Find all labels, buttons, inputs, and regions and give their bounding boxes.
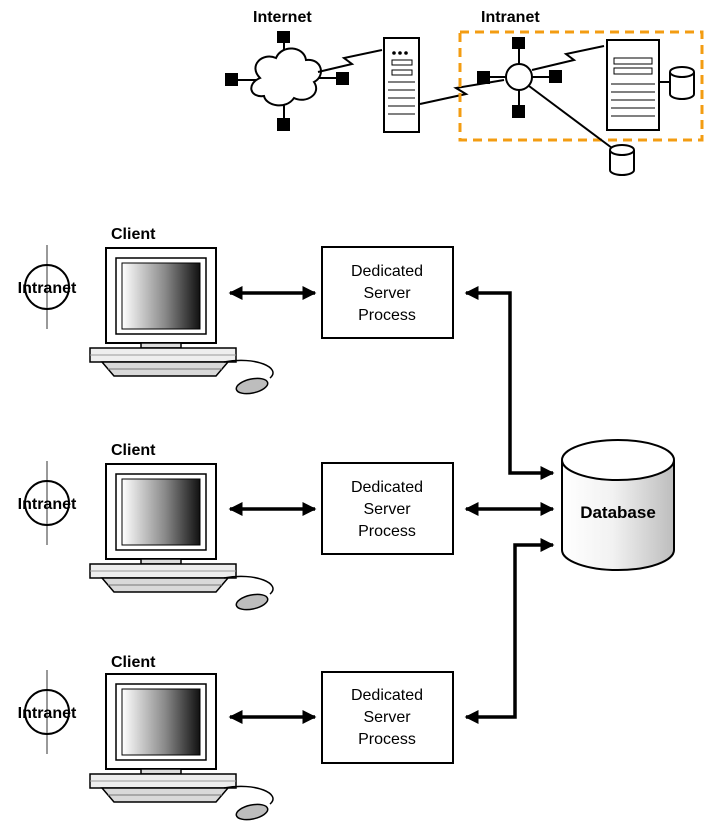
hub-server-link — [531, 45, 605, 71]
process-line-1: Dedicated — [351, 479, 423, 496]
process-line-2: Server — [363, 709, 411, 726]
dedicated-server-process-box — [321, 671, 454, 764]
internet-label: Internet — [253, 9, 312, 26]
process-line-2: Server — [363, 501, 411, 518]
intranet-hub-icon — [477, 37, 562, 118]
top-network: Internet Intranet — [225, 9, 704, 176]
process-line-1: Dedicated — [351, 687, 423, 704]
client-computer-icon — [89, 673, 274, 824]
process-line-3: Process — [358, 523, 416, 540]
client-computer-icon — [89, 463, 274, 614]
client-computer-icon — [89, 247, 274, 398]
dedicated-server-process-box — [321, 246, 454, 339]
intranet-label: Intranet — [18, 496, 77, 513]
intranet-db-icon — [609, 144, 635, 176]
intranet-label: Intranet — [18, 280, 77, 297]
process-line-3: Process — [358, 731, 416, 748]
server-intranet-link — [419, 79, 505, 105]
dedicated-server-process-box — [321, 462, 454, 555]
client-row-2: Intranet Client Dedicated Server Process — [18, 442, 454, 614]
client-label: Client — [111, 442, 156, 459]
internet-link — [317, 49, 383, 73]
process1-database-arrow — [464, 286, 555, 480]
intranet-storage-icon — [669, 66, 695, 100]
client-row-1: Intranet Client Dedicated Server Process — [18, 226, 454, 398]
process-line-3: Process — [358, 307, 416, 324]
internet-cloud-icon — [225, 31, 349, 131]
intranet-title-label: Intranet — [481, 9, 540, 26]
client-label: Client — [111, 226, 156, 243]
process-line-1: Dedicated — [351, 263, 423, 280]
database-label: Database — [580, 503, 656, 522]
database-cylinder-icon — [561, 439, 675, 571]
process-line-2: Server — [363, 285, 411, 302]
process3-database-arrow — [464, 538, 555, 724]
client-label: Client — [111, 654, 156, 671]
intranet-boundary — [458, 30, 704, 142]
hub-db-link — [528, 85, 613, 149]
intranet-server-icon — [606, 39, 660, 131]
web-server-icon — [383, 37, 420, 133]
client-row-3: Intranet Client Dedicated Server Process — [18, 654, 454, 824]
intranet-label: Intranet — [18, 705, 77, 722]
